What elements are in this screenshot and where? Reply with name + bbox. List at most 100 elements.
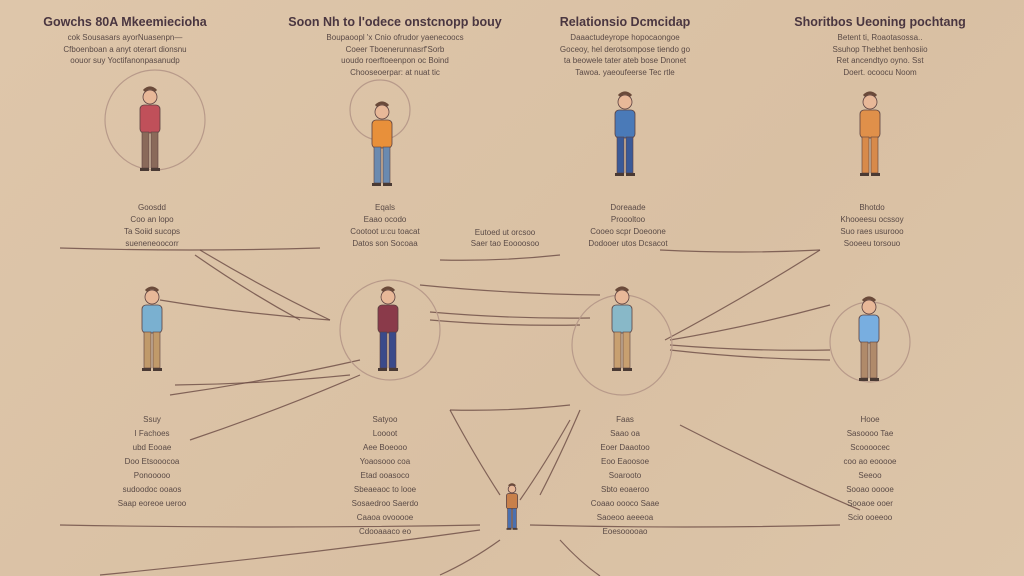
- person-hair: [142, 86, 158, 93]
- column-description-line: Ret ancendtyo oyno. Sst: [836, 56, 924, 65]
- connection-line: [189, 374, 361, 441]
- node-caption: Sasoooo Tae: [846, 429, 894, 438]
- column-title: Relationsio Dcmcidap: [559, 15, 691, 29]
- column-description-line: Chooseoerpar: at nuat tic: [350, 67, 440, 77]
- connection-line: [539, 409, 581, 496]
- column-description-line: Ssuhop Thebhet benhosiio: [832, 44, 928, 54]
- node-caption: Proooltoo: [610, 215, 646, 224]
- node-caption: Sosaedroo Saerdo: [351, 499, 419, 508]
- person-shirt: [139, 104, 161, 134]
- person-shirt: [371, 119, 393, 149]
- person-hair: [614, 286, 630, 293]
- node-caption: Sbeaeaoc to looe: [353, 485, 417, 494]
- node-caption: ubd Eooae: [132, 443, 172, 452]
- column-description-line: ta beowele tater ateb bose Dnonet: [563, 56, 687, 65]
- person-shoe: [378, 368, 387, 371]
- connection-line: [439, 539, 501, 576]
- person-shoe: [626, 173, 635, 176]
- column-description-line: Betent ti, Roaotasossa..: [837, 33, 923, 42]
- node-caption: Ssuy: [143, 415, 161, 424]
- person-leg: [512, 508, 517, 529]
- connection-line: [679, 424, 861, 511]
- column-description-line: cok Sousasars ayorNuasenpn—: [67, 33, 183, 42]
- person-leg: [616, 136, 625, 174]
- node-caption: Cdooaaaco eo: [358, 527, 412, 536]
- connection-line: [159, 299, 331, 321]
- column-description-line: Goceoy, hel derotsompose tiendo go: [559, 44, 691, 54]
- node-caption: Eaao ocodo: [363, 215, 407, 224]
- node-caption: Datos son Socoaa: [352, 239, 418, 248]
- person-shoe: [512, 528, 518, 530]
- column-description-line: Doert. ocoocu Noom: [843, 67, 917, 77]
- node-caption: Khooeesu ocssoy: [840, 215, 904, 224]
- node-caption: Coaao oooco Saae: [590, 499, 660, 508]
- node-caption: Doo Etsooocoa: [124, 457, 180, 466]
- person-head: [374, 104, 390, 120]
- column-title: Soon Nh to l'odece onstcnopp bouy: [288, 15, 502, 29]
- column-description-line: Boupaoopl 'x Cnio ofrudor yaenecoocs: [326, 33, 464, 42]
- person-leg: [141, 131, 150, 169]
- person-shirt: [859, 109, 881, 139]
- column-description-line: Cfboenboan a anyt oterart dionsnu: [63, 44, 187, 54]
- person-leg: [382, 146, 391, 184]
- person-shoe: [153, 368, 162, 371]
- person-leg: [143, 331, 152, 369]
- connection-line: [519, 419, 571, 501]
- column-title: Gowchs 80A Mkeemiecioha: [43, 15, 207, 29]
- node-caption: Loooot: [372, 429, 398, 438]
- person-shoe: [623, 368, 632, 371]
- person-head: [614, 289, 630, 305]
- person-hair: [861, 296, 877, 303]
- connection-line: [449, 404, 571, 411]
- person-hair: [508, 483, 516, 487]
- person-leg: [152, 331, 161, 369]
- person-hair: [144, 286, 160, 293]
- column-description-line: oouor suy Yoctifanonpasanudp: [70, 56, 180, 65]
- person-head: [142, 89, 158, 105]
- person-hair: [862, 91, 878, 98]
- node-caption: Faas: [616, 415, 634, 424]
- column-description-line: Daaactudeyrope hopocaongoe: [570, 33, 680, 42]
- person-head: [144, 289, 160, 305]
- node-caption: Hooe: [860, 415, 880, 424]
- node-caption: Seeoo: [858, 471, 882, 480]
- node-caption: Eutoed ut orcsoo: [474, 228, 536, 237]
- node-caption: Saap eoreoe ueroo: [117, 499, 187, 508]
- node-caption: Caaoa ovooooe: [356, 513, 414, 522]
- node-caption: Cootoot u:cu toacat: [350, 227, 420, 236]
- connection-line: [449, 409, 501, 496]
- node-caption: Bhotdo: [859, 203, 885, 212]
- node-caption: Eoer Daaotoo: [600, 443, 650, 452]
- node-caption: Coo an lopo: [130, 215, 174, 224]
- person-shirt: [141, 304, 163, 334]
- node-caption: Eqals: [374, 203, 396, 212]
- person-leg: [869, 341, 878, 379]
- person-shoe: [859, 378, 868, 381]
- connection-line: [439, 254, 561, 261]
- person-shoe: [612, 368, 621, 371]
- node-caption: Saao oa: [610, 429, 640, 438]
- person-shoe: [151, 168, 160, 171]
- person-hair: [380, 286, 396, 293]
- node-circle: [339, 279, 441, 381]
- node-caption: Sooao ooooe: [846, 485, 894, 494]
- person-leg: [613, 331, 622, 369]
- node-caption: Scio ooeeoo: [847, 513, 893, 522]
- column-description-line: uoudo roerftoeenpon oc Boind: [341, 56, 449, 65]
- person-leg: [507, 508, 512, 529]
- person-head: [617, 94, 633, 110]
- node-caption: Yoaosooo coa: [359, 457, 411, 466]
- connection-line: [429, 319, 581, 326]
- person-leg: [861, 136, 870, 174]
- connection-line: [669, 344, 831, 351]
- connection-line: [99, 529, 481, 576]
- person-head: [862, 94, 878, 110]
- person-head: [380, 289, 396, 305]
- connection-line: [419, 284, 601, 296]
- connection-line: [559, 539, 601, 576]
- node-caption: Soarooto: [608, 471, 642, 480]
- person-shoe: [615, 173, 624, 176]
- person-hair: [374, 101, 390, 108]
- person-hair: [617, 91, 633, 98]
